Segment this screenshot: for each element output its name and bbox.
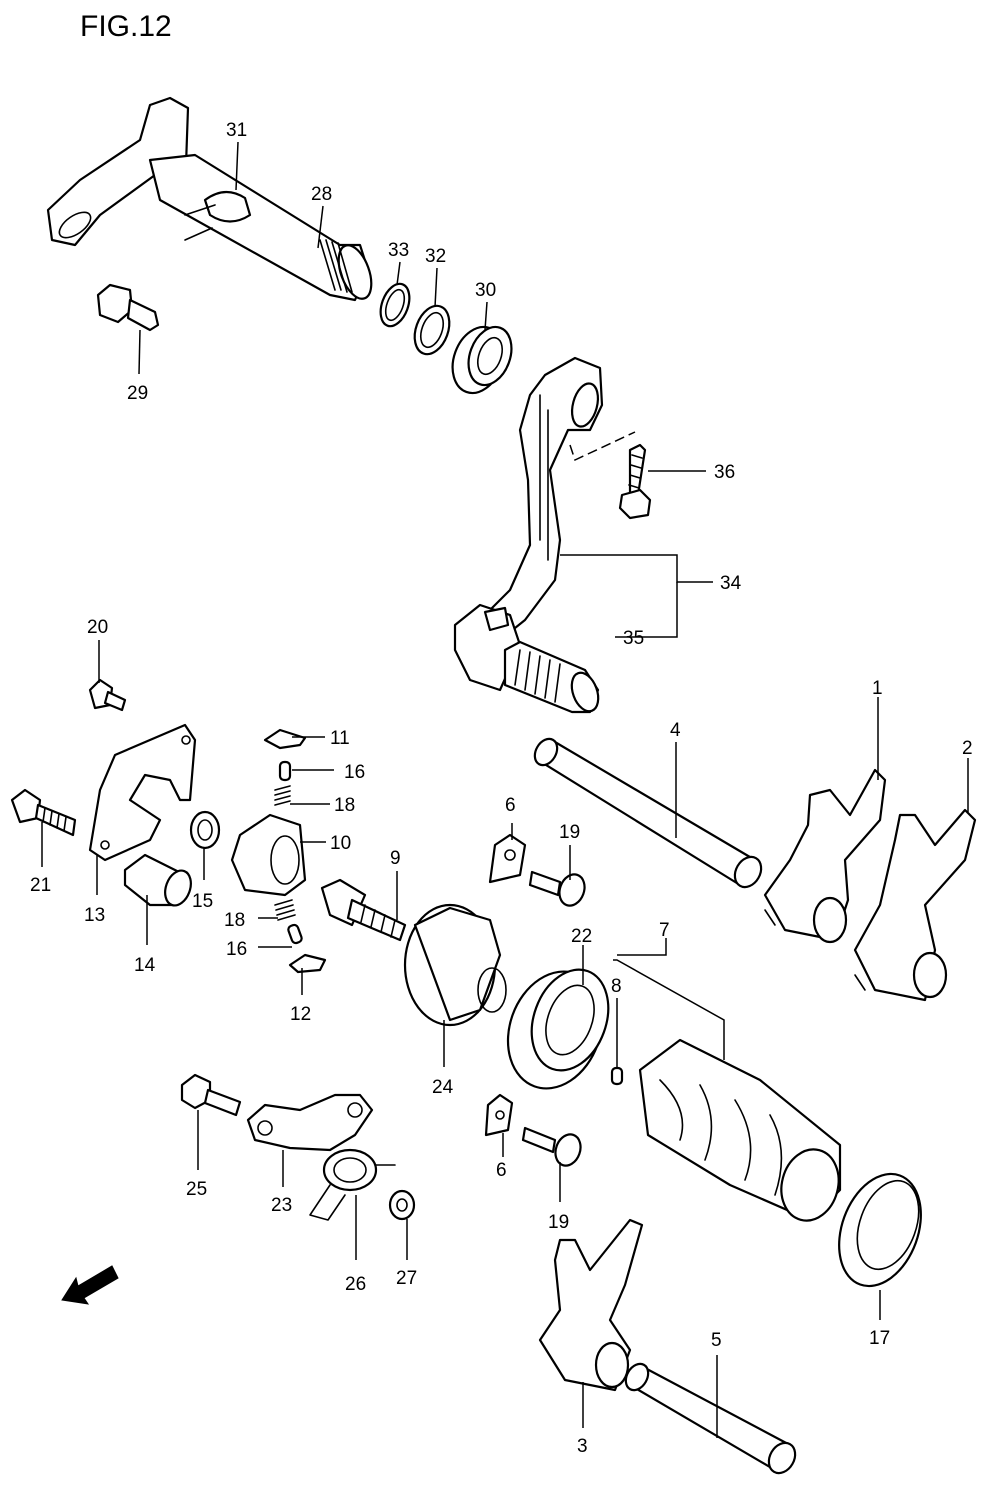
callout-13: 13	[84, 905, 105, 926]
callout-17: 17	[869, 1328, 890, 1349]
callout-12: 12	[290, 1004, 311, 1025]
part-6-stopper-lower	[484, 1093, 514, 1137]
part-5-gear-shift-fork-shaft	[624, 1362, 797, 1475]
part-35-footpeg-rubber	[503, 640, 600, 714]
callout-30: 30	[475, 280, 496, 301]
part-34-gear-shift-lever	[453, 356, 604, 692]
callout-27: 27	[396, 1268, 417, 1289]
part-2-gear-shift-fork	[853, 808, 977, 1002]
callout-16-upper: 16	[344, 762, 365, 783]
callout-35: 35	[623, 628, 644, 649]
part-29-bolt	[96, 283, 160, 332]
callout-6-lower: 6	[496, 1160, 507, 1181]
callout-31: 31	[226, 120, 247, 141]
part-10-pawl-lifter	[230, 813, 307, 897]
part-19-screw-lower	[521, 1126, 582, 1167]
callout-18-upper: 18	[334, 795, 355, 816]
forward-direction-arrow: FWD	[61, 1265, 119, 1305]
part-6-stopper-upper	[488, 833, 527, 884]
callout-25: 25	[186, 1179, 207, 1200]
callout-6-upper: 6	[505, 795, 516, 816]
callout-21: 21	[30, 875, 51, 896]
callout-34: 34	[720, 573, 742, 594]
callout-22: 22	[571, 926, 592, 947]
part-27-washer	[388, 1189, 416, 1221]
part-8-pin	[610, 1066, 624, 1086]
part-4-gear-shift-fork-shaft	[533, 737, 763, 889]
leader-lines	[41, 141, 969, 1438]
callout-33: 33	[388, 240, 409, 261]
part-13-cam-guide-plate	[88, 723, 197, 862]
part-17-bearing	[838, 1172, 922, 1288]
callout-11: 11	[330, 728, 350, 749]
part-26-return-spring	[309, 1148, 396, 1221]
part-15-bushing	[189, 810, 221, 850]
part-23-cam-stopper-plate	[246, 1093, 374, 1152]
callout-9: 9	[390, 848, 401, 869]
callout-32: 32	[425, 246, 446, 267]
callout-36: 36	[714, 462, 735, 483]
callout-14: 14	[134, 955, 156, 976]
part-24-cam-driven-gear	[403, 903, 507, 1027]
part-32-washer	[413, 304, 451, 356]
part-16-pin-upper	[278, 760, 292, 782]
callout-29: 29	[127, 383, 148, 404]
callout-18-lower: 18	[224, 910, 245, 931]
part-22-bearing	[506, 968, 610, 1090]
callout-19-upper: 19	[559, 822, 580, 843]
part-36-bolt	[569, 431, 652, 520]
callout-5: 5	[711, 1330, 722, 1351]
part-7-gear-shift-cam	[638, 1038, 842, 1222]
part-30-oil-seal	[451, 325, 513, 395]
part-16-pin-lower	[287, 923, 303, 945]
part-14-spacer	[123, 853, 192, 907]
callout-16-lower: 16	[226, 939, 247, 960]
part-33-circlip	[379, 282, 411, 328]
figure-title: FIG.12	[80, 10, 172, 43]
callout-24: 24	[432, 1077, 454, 1098]
part-9-cam-driven-gear-bolt	[320, 878, 407, 942]
callout-28: 28	[311, 184, 332, 205]
part-18-spring-lower	[274, 899, 296, 921]
callout-19-lower: 19	[548, 1212, 569, 1233]
callout-15: 15	[192, 891, 213, 912]
part-25-bolt	[180, 1073, 242, 1117]
callout-2: 2	[962, 738, 973, 759]
part-20-bolt	[88, 678, 127, 712]
callout-20: 20	[87, 617, 108, 638]
callout-23: 23	[271, 1195, 292, 1216]
part-19-screw-upper	[528, 870, 586, 907]
part-12-pawl	[288, 953, 327, 974]
callout-10: 10	[330, 833, 351, 854]
callout-3: 3	[577, 1436, 588, 1457]
callout-7: 7	[659, 920, 670, 941]
callout-labels: 31 28 33 32 30 29 36 34 35 20 11 16 18 1…	[30, 120, 973, 1457]
part-1-gear-shift-fork	[763, 768, 887, 944]
part-3-gear-shift-fork	[538, 1218, 644, 1392]
part-11-pawl	[263, 728, 307, 750]
callout-1: 1	[872, 678, 883, 699]
callout-26: 26	[345, 1274, 366, 1295]
callout-8: 8	[611, 976, 622, 997]
part-31-gear-shift-lever-arm	[46, 96, 373, 302]
part-21-bolt	[10, 788, 77, 837]
part-18-spring-upper	[274, 785, 291, 806]
callout-4: 4	[670, 720, 681, 741]
